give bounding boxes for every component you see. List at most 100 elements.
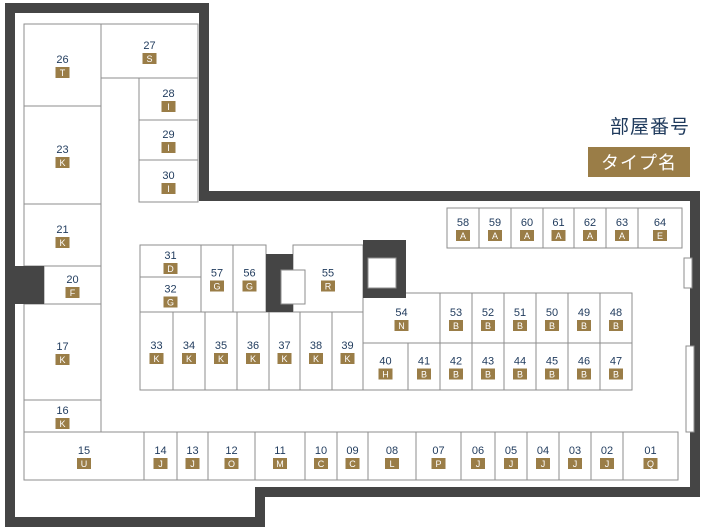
room-59	[478, 207, 512, 249]
type-letter: A	[619, 231, 625, 241]
room-number: 03	[569, 445, 581, 457]
room-number: 42	[450, 356, 462, 368]
room-number: 64	[654, 217, 666, 229]
room-54	[362, 292, 441, 344]
room-40	[362, 342, 409, 391]
type-letter: J	[158, 459, 163, 469]
room-number: 29	[162, 129, 174, 141]
room-number: 37	[278, 340, 290, 352]
type-letter: K	[218, 354, 224, 364]
room-08	[367, 431, 417, 481]
room-46	[567, 342, 601, 391]
room-number: 36	[247, 340, 259, 352]
type-tag	[277, 353, 292, 364]
type-letter: K	[344, 354, 350, 364]
type-letter: A	[524, 231, 530, 241]
type-tag	[520, 230, 534, 241]
type-tag	[545, 320, 559, 331]
void-left	[280, 269, 306, 305]
room-03	[558, 431, 592, 481]
type-letter: B	[485, 321, 491, 331]
type-letter: A	[460, 231, 466, 241]
type-letter: C	[349, 459, 356, 469]
type-tag	[161, 183, 176, 194]
type-tag	[309, 353, 323, 364]
room-number: 10	[315, 445, 327, 457]
room-number: 13	[186, 445, 198, 457]
room-44	[503, 342, 537, 391]
room-number: 04	[537, 445, 549, 457]
type-tag	[609, 368, 623, 380]
type-tag	[504, 458, 518, 469]
type-letter: A	[492, 231, 498, 241]
room-number: 63	[616, 217, 628, 229]
type-tag	[185, 458, 200, 469]
type-tag	[149, 353, 164, 364]
type-letter: G	[246, 282, 253, 292]
type-letter: B	[453, 370, 459, 380]
type-tag	[417, 368, 431, 380]
room-number: 59	[489, 217, 501, 229]
type-tag	[615, 230, 629, 241]
room-52	[471, 292, 505, 344]
legend-title: 部屋番号	[609, 117, 690, 138]
room-number: 62	[584, 217, 596, 229]
type-letter: S	[146, 54, 152, 64]
type-tag	[600, 458, 614, 469]
type-tag	[65, 287, 80, 298]
type-letter: M	[276, 459, 284, 469]
type-tag	[568, 458, 582, 469]
room-17	[23, 303, 102, 401]
type-letter: N	[398, 321, 405, 331]
type-letter: B	[421, 370, 427, 380]
type-letter: J	[476, 459, 481, 469]
room-number: 34	[183, 340, 195, 352]
room-number: 07	[432, 445, 444, 457]
type-tag	[55, 354, 70, 365]
void-right	[367, 257, 397, 289]
type-tag	[345, 458, 360, 469]
type-letter: Q	[647, 459, 654, 469]
type-letter: A	[587, 231, 593, 241]
room-09	[336, 431, 369, 481]
room-number: 12	[225, 445, 237, 457]
type-letter: J	[190, 459, 195, 469]
room-number: 26	[56, 54, 68, 66]
room-26	[23, 23, 102, 107]
room-number: 48	[610, 307, 622, 319]
room-number: 20	[66, 274, 78, 286]
type-tag	[513, 320, 527, 331]
room-42	[439, 342, 473, 391]
room-number: 60	[521, 217, 533, 229]
room-number: 27	[143, 40, 155, 52]
type-tag	[314, 458, 328, 469]
room-63	[605, 207, 639, 249]
type-letter: J	[605, 459, 610, 469]
room-number: 33	[150, 340, 162, 352]
type-letter: B	[517, 321, 523, 331]
rooms-layer	[10, 23, 695, 481]
room-number: 35	[215, 340, 227, 352]
type-letter: E	[657, 231, 663, 241]
legend: 部屋番号 タイプ名	[588, 112, 690, 177]
type-letter: C	[318, 459, 325, 469]
type-letter: L	[389, 459, 394, 469]
type-tag	[481, 320, 495, 331]
type-tag	[55, 237, 70, 248]
type-tag	[456, 230, 470, 241]
room-number: 51	[514, 307, 526, 319]
type-letter: B	[517, 370, 523, 380]
room-56	[232, 244, 267, 313]
type-letter: B	[453, 321, 459, 331]
type-letter: B	[581, 370, 587, 380]
room-number: 41	[418, 356, 430, 368]
type-tag	[214, 353, 228, 364]
room-10	[304, 431, 338, 481]
type-letter: K	[313, 354, 319, 364]
type-tag	[246, 353, 260, 364]
room-51	[503, 292, 537, 344]
room-number: 09	[346, 445, 358, 457]
room-36	[236, 311, 270, 391]
type-letter: F	[70, 288, 76, 298]
type-letter: P	[435, 459, 441, 469]
